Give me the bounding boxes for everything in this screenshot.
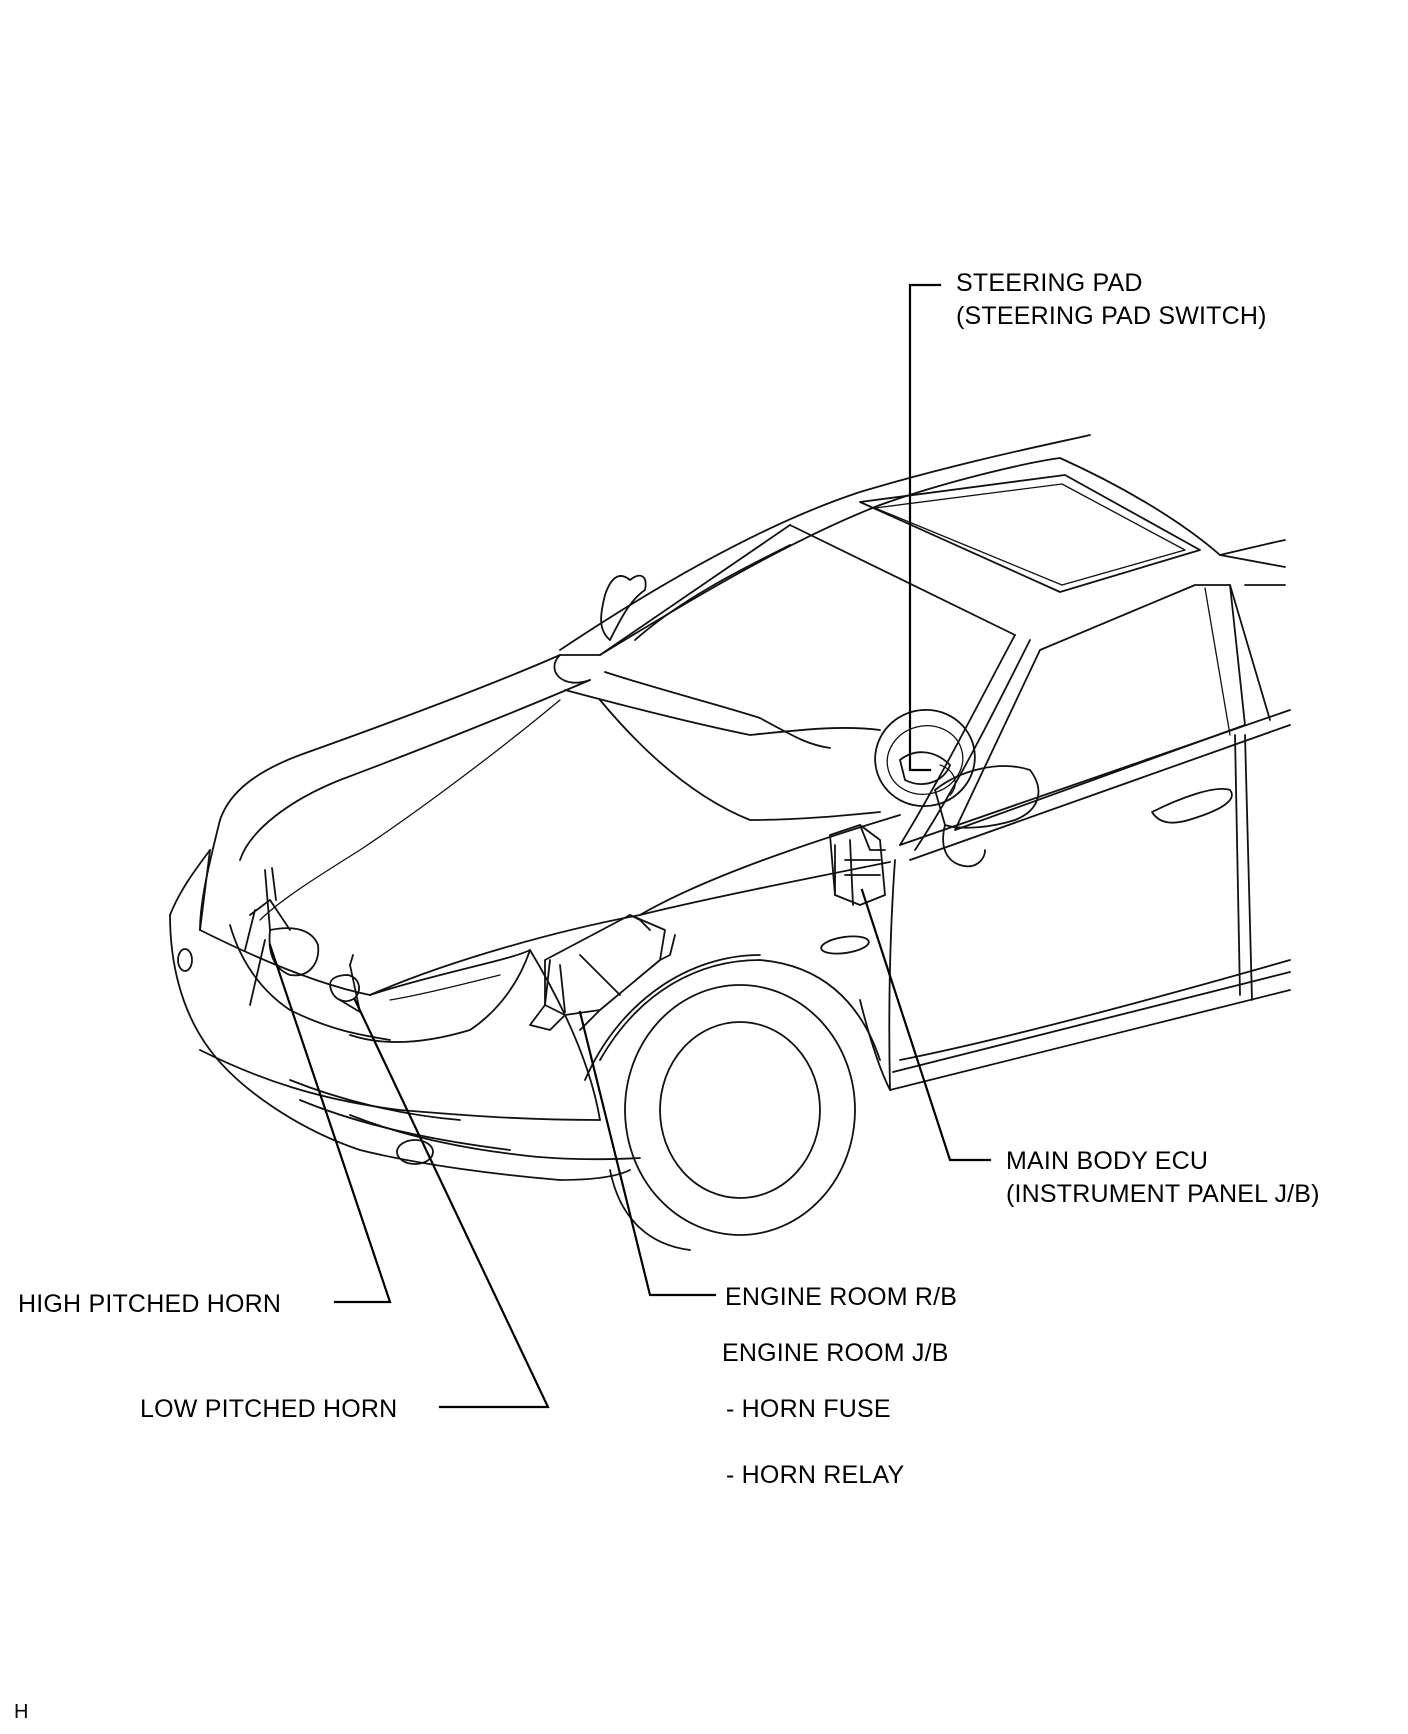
callout-labels: STEERING PAD (STEERING PAD SWITCH) MAIN … (14, 269, 1320, 1723)
high-pitched-horn-leader (268, 943, 392, 1304)
label-main-body-ecu: MAIN BODY ECU (1006, 1147, 1208, 1175)
main-body-ecu-drawing (829, 824, 886, 906)
main-body-ecu-leader (860, 888, 992, 1162)
label-high-pitched-horn: HIGH PITCHED HORN (18, 1290, 281, 1318)
low-pitched-horn-leader (353, 998, 550, 1409)
engine-room-rb-drawing (529, 914, 676, 1031)
high-pitched-horn-drawing (249, 867, 320, 977)
label-instrument-panel-jb: (INSTRUMENT PANEL J/B) (1006, 1180, 1320, 1208)
label-low-pitched-horn: LOW PITCHED HORN (140, 1395, 397, 1423)
leader-lines (268, 283, 992, 1409)
label-horn-fuse: - HORN FUSE (726, 1395, 891, 1423)
figure-code: H (14, 1701, 28, 1723)
steering-pad-leader (908, 283, 942, 772)
label-engine-room-rb: ENGINE ROOM R/B (725, 1283, 957, 1311)
label-steering-pad: STEERING PAD (956, 269, 1143, 297)
label-engine-room-jb: ENGINE ROOM J/B (722, 1339, 949, 1367)
engine-room-rb-leader (578, 1010, 717, 1297)
car-illustration (169, 434, 1291, 1251)
label-horn-relay: - HORN RELAY (726, 1461, 904, 1489)
label-steering-pad-switch: (STEERING PAD SWITCH) (956, 302, 1267, 330)
